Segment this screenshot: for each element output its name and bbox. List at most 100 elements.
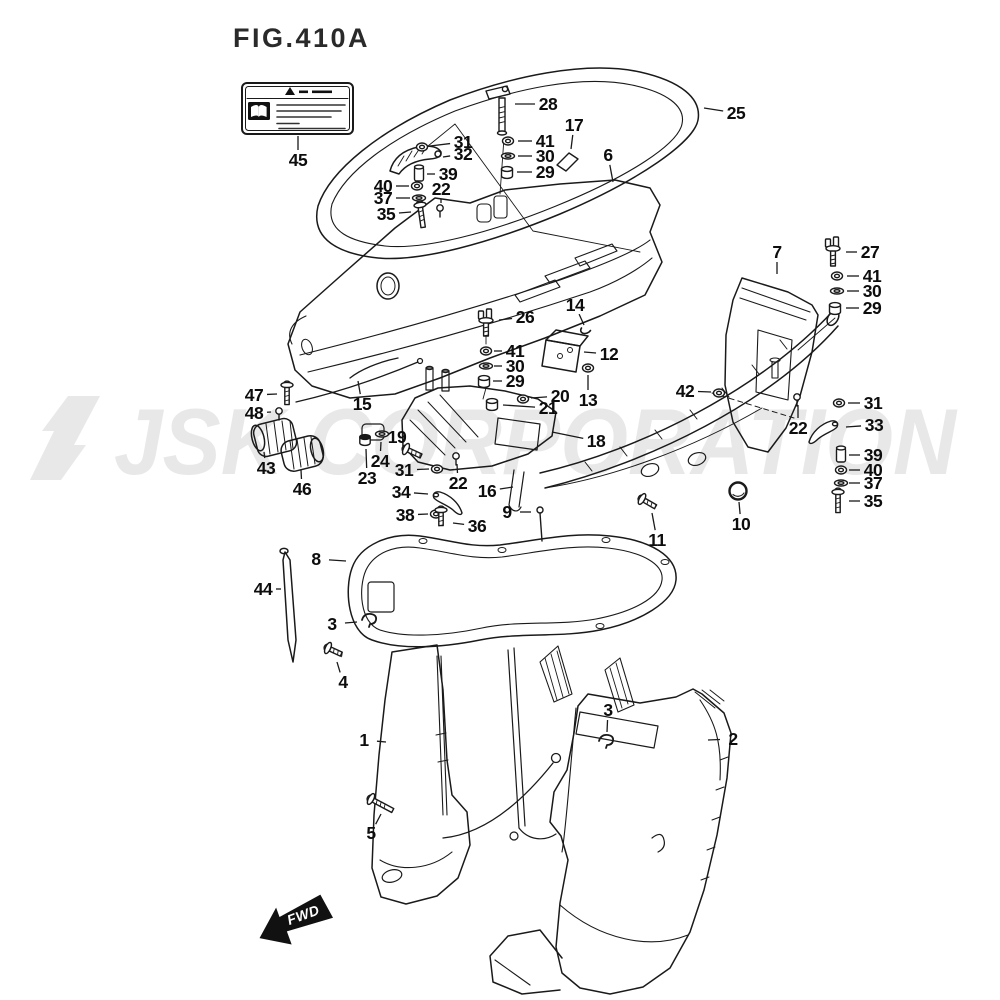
- part-callout-38: 38: [396, 505, 415, 525]
- part-callout-33: 33: [865, 415, 884, 435]
- part-callout-7: 7: [772, 242, 781, 262]
- part-callout-41: 41: [863, 266, 882, 286]
- leader-line-36: [452, 522, 465, 526]
- part-callout-35: 35: [864, 491, 883, 511]
- hardware-icons: [275, 85, 849, 814]
- part-callout-27: 27: [861, 242, 879, 262]
- leader-line-43: [263, 451, 266, 459]
- part-callout-46: 46: [293, 479, 312, 499]
- hardware-boltV-icon: [831, 487, 845, 514]
- part-callout-25: 25: [727, 103, 746, 123]
- part-callout-17: 17: [565, 115, 583, 135]
- hardware-washer-icon: [411, 194, 427, 202]
- hardware-boltV-icon: [366, 792, 395, 814]
- hardware-pin-icon: [452, 452, 460, 466]
- part-callout-29: 29: [863, 298, 882, 318]
- part-callout-40: 40: [374, 176, 393, 196]
- hardware-boltV-icon: [323, 641, 343, 658]
- hardware-pad-icon: [556, 152, 579, 172]
- leader-line-11: [651, 512, 656, 531]
- warning-label: [241, 82, 354, 135]
- part-callout-40: 40: [864, 460, 883, 480]
- hardware-nut-icon: [834, 465, 848, 475]
- hardware-spacer-icon: [413, 164, 425, 182]
- inner-housing-column: [507, 645, 635, 841]
- part-43-mount-damper: [250, 417, 298, 458]
- hardware-nut-icon: [830, 271, 844, 281]
- part-callout-21: 21: [539, 398, 558, 418]
- leader-line-42: [697, 390, 712, 393]
- part-18-engine-holder: [361, 333, 557, 471]
- part-callout-26: 26: [516, 307, 535, 327]
- hardware-grommet-icon: [477, 374, 491, 389]
- part-8-gasket: [347, 534, 677, 648]
- part-callout-10: 10: [732, 514, 751, 534]
- hardware-pin-icon: [436, 204, 444, 218]
- hardware-boltV-icon: [280, 380, 294, 406]
- hardware-nut-icon: [430, 464, 444, 474]
- manual-book-icon: [248, 102, 270, 120]
- part-callout-37: 37: [374, 188, 392, 208]
- leader-line-18: [551, 431, 584, 440]
- part-callout-18: 18: [587, 431, 606, 451]
- hardware-pin-icon: [793, 393, 801, 407]
- part-callout-9: 9: [502, 502, 512, 522]
- leader-line-4: [336, 661, 341, 673]
- hardware-pinL-icon: [536, 506, 544, 542]
- leader-line-3: [344, 621, 358, 624]
- part-callout-31: 31: [454, 132, 473, 152]
- leader-line-12: [583, 351, 597, 354]
- figure-title: FIG.410A: [233, 23, 370, 53]
- hardware-armR-icon: [808, 420, 839, 445]
- part-callout-3: 3: [603, 700, 613, 720]
- leader-lines: [263, 103, 862, 825]
- part-callout-24: 24: [371, 451, 390, 471]
- part-callout-13: 13: [579, 390, 598, 410]
- part-callout-30: 30: [506, 356, 525, 376]
- leader-line-3: [606, 719, 609, 733]
- leader-line-8: [328, 559, 347, 562]
- part-callout-44: 44: [254, 579, 273, 599]
- part-callout-22: 22: [449, 473, 468, 493]
- warning-triangle-icon: [285, 87, 295, 95]
- leader-line-15: [357, 380, 361, 395]
- part-callout-22: 22: [789, 418, 808, 438]
- hardware-nut-icon: [410, 181, 424, 191]
- watermark: JSK CORPORATION: [30, 389, 958, 494]
- part-callout-23: 23: [358, 468, 377, 488]
- part-callout-29: 29: [506, 371, 525, 391]
- part-callout-39: 39: [439, 164, 458, 184]
- part-callout-16: 16: [478, 481, 497, 501]
- leader-line-20: [530, 396, 548, 399]
- part-callout-22: 22: [432, 179, 451, 199]
- part-callout-32: 32: [454, 144, 473, 164]
- leader-line-1: [376, 740, 387, 743]
- leader-line-6: [609, 164, 614, 183]
- part-46-mount-damper: [280, 434, 325, 472]
- hardware-nut-icon: [516, 394, 530, 404]
- part-callout-31: 31: [864, 393, 883, 413]
- part-callout-35: 35: [377, 204, 396, 224]
- leader-line-26: [498, 317, 513, 321]
- part-callout-8: 8: [311, 549, 321, 569]
- hardware-clipHook-icon: [598, 733, 615, 749]
- part-44-rod: [279, 547, 297, 663]
- part-callout-43: 43: [257, 458, 276, 478]
- hardware-clipHook-icon: [361, 612, 378, 628]
- hardware-armL-icon: [432, 491, 463, 516]
- part-callout-3: 3: [327, 614, 337, 634]
- part-callout-19: 19: [388, 427, 407, 447]
- part-callout-14: 14: [566, 295, 585, 315]
- part-callout-36: 36: [468, 516, 487, 536]
- leader-line-5: [375, 813, 382, 825]
- part-callout-5: 5: [366, 823, 376, 843]
- part-15-cable: [295, 357, 424, 403]
- hardware-nut-icon: [479, 346, 493, 356]
- hardware-washer-icon: [478, 362, 494, 370]
- fwd-arrow-icon: [259, 894, 334, 945]
- part-callout-30: 30: [863, 281, 882, 301]
- hardware-nut-icon: [501, 136, 515, 146]
